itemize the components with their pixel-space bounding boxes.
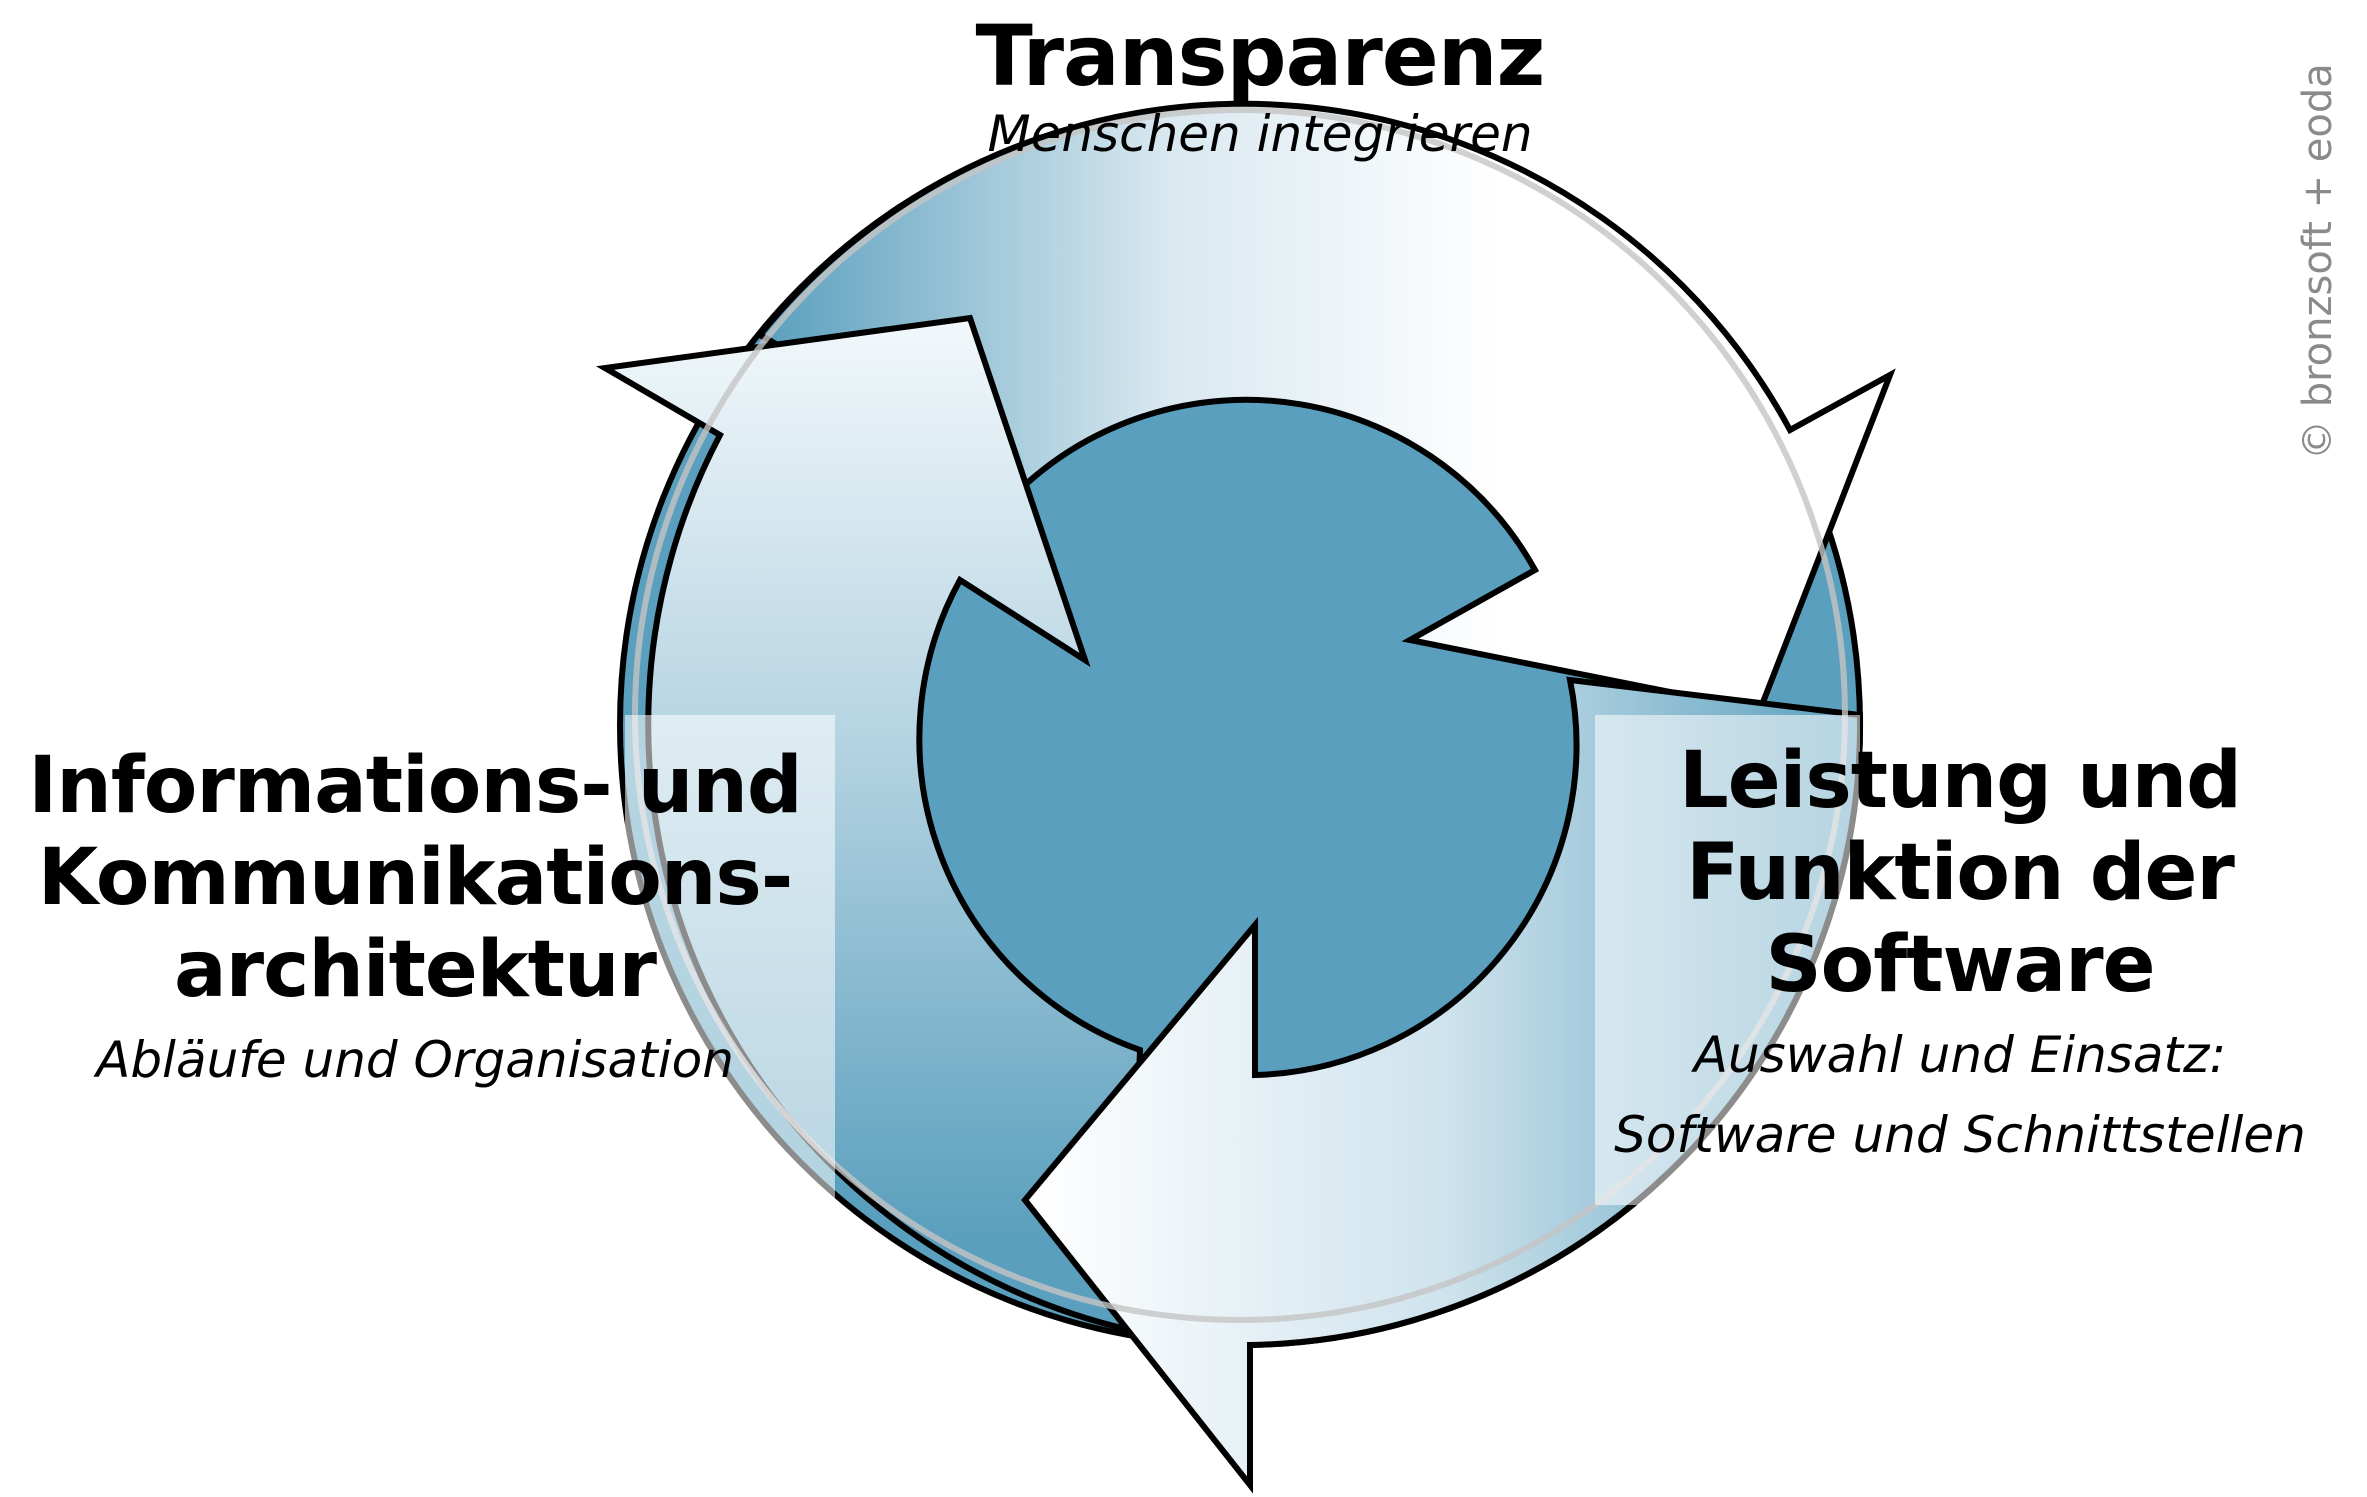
- node-title-transparenz: Transparenz: [975, 7, 1546, 105]
- node-architektur: Informations- und Kommunikations- archit…: [0, 740, 830, 1097]
- node-title-software: Leistung und Funktion der Software: [1560, 735, 2360, 1011]
- copyright-text: © bronzsoft + eoda: [2295, 63, 2341, 460]
- node-title-line: Funktion der: [1686, 828, 2235, 918]
- left-label-panel: [625, 715, 835, 1205]
- node-subtitle-architektur: Abläufe und Organisation: [96, 1031, 734, 1089]
- node-subtitle-line: Auswahl und Einsatz:: [1693, 1026, 2227, 1084]
- node-subtitle-software: Auswahl und Einsatz: Software und Schnit…: [1560, 1015, 2360, 1175]
- node-title-line: Kommunikations-: [37, 833, 793, 923]
- node-transparenz: Transparenz Menschen integrieren: [780, 10, 1740, 171]
- cycle-arrow-top: [755, 100, 1896, 714]
- node-subtitle-transparenz: Menschen integrieren: [987, 105, 1533, 164]
- node-title-line: Leistung und: [1679, 736, 2242, 826]
- node-title-architektur: Informations- und Kommunikations- archit…: [0, 740, 830, 1016]
- node-title-line: architektur: [174, 925, 657, 1015]
- cycle-arrow-left: [595, 314, 1144, 1334]
- node-subtitle-line: Software und Schnittstellen: [1614, 1106, 2306, 1164]
- right-label-panel: [1595, 715, 1860, 1205]
- node-software: Leistung und Funktion der Software Auswa…: [1560, 735, 2360, 1175]
- node-title-line: Software: [1765, 920, 2155, 1010]
- node-title-line: Informations- und: [28, 741, 802, 831]
